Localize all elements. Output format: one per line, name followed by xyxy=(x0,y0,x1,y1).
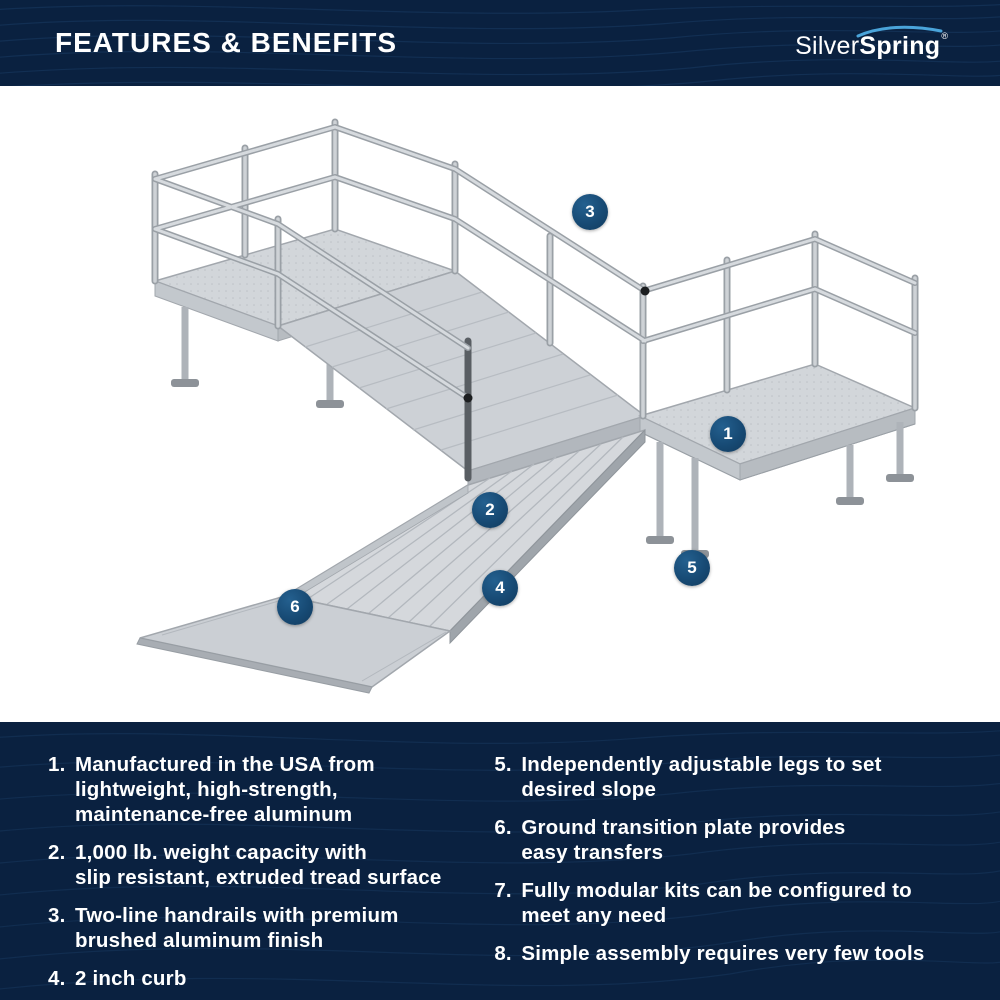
wave-pattern xyxy=(0,3,1000,86)
brand-logo-spring-wrap: Spring xyxy=(856,25,943,60)
feature-item: 1. Manufactured in the USA from lightwei… xyxy=(48,752,442,827)
feature-item: 2. 1,000 lb. weight capacity with slip r… xyxy=(48,840,442,890)
leg-foot xyxy=(646,536,674,544)
walkway-ramp-section xyxy=(276,270,647,486)
feature-text: Independently adjustable legs to set des… xyxy=(521,753,882,801)
leg-foot xyxy=(886,474,914,482)
feature-number: 8. xyxy=(494,942,512,965)
adjustable-legs xyxy=(656,422,904,552)
feature-text: Two-line handrails with premium brushed … xyxy=(75,904,399,952)
feature-item: 6. Ground transition plate provides easy… xyxy=(494,815,960,865)
feature-item: 7. Fully modular kits can be configured … xyxy=(494,878,960,928)
feature-item: 4. 2 inch curb xyxy=(48,966,442,991)
callout-badge: 4 xyxy=(482,570,518,606)
logo-swoosh-icon xyxy=(856,25,943,37)
header-band: FEATURES & BENEFITS Silver Spring ® xyxy=(0,0,1000,86)
feature-text: 1,000 lb. weight capacity with slip resi… xyxy=(75,841,442,889)
wave-pattern xyxy=(0,730,1000,990)
brand-logo-spring: Spring xyxy=(859,31,941,60)
brand-logo-silver: Silver xyxy=(795,31,860,60)
feature-text: 2 inch curb xyxy=(75,967,187,990)
feature-text: Manufactured in the USA from lightweight… xyxy=(75,753,375,826)
two-line-handrails xyxy=(155,127,915,403)
feature-number: 2. xyxy=(48,841,66,864)
feature-number: 1. xyxy=(48,753,66,776)
feature-number: 6. xyxy=(494,816,512,839)
feature-text: Simple assembly requires very few tools xyxy=(521,942,925,965)
feature-number: 5. xyxy=(494,753,512,776)
handrail-posts xyxy=(155,122,915,482)
feature-number: 3. xyxy=(48,904,66,927)
feature-item: 5. Independently adjustable legs to set … xyxy=(494,752,960,802)
callout-badge: 3 xyxy=(572,194,608,230)
rail-end-cap xyxy=(463,393,473,403)
feature-number: 7. xyxy=(494,879,512,902)
leg-foot xyxy=(316,400,344,408)
leg-foot xyxy=(171,379,199,387)
ramp-illustration: 1 2 3 4 5 6 xyxy=(0,86,1000,722)
rail-end-cap xyxy=(640,286,650,296)
callout-badge: 6 xyxy=(277,589,313,625)
feature-text: Ground transition plate provides easy tr… xyxy=(521,816,846,864)
ramp-scene xyxy=(136,86,1000,694)
callout-badge: 1 xyxy=(710,416,746,452)
leg-foot xyxy=(836,497,864,505)
feature-text: Fully modular kits can be configured to … xyxy=(521,879,912,927)
page-title: FEATURES & BENEFITS xyxy=(55,27,398,58)
features-left-column: 1. Manufactured in the USA from lightwei… xyxy=(48,752,442,1000)
feature-number: 4. xyxy=(48,967,66,990)
callout-badge: 5 xyxy=(674,550,710,586)
callout-badge: 2 xyxy=(472,492,508,528)
right-platform xyxy=(637,363,918,481)
registered-mark: ® xyxy=(941,30,948,41)
transition-plate xyxy=(136,595,452,694)
brand-logo: Silver Spring ® xyxy=(795,25,948,60)
features-right-column: 5. Independently adjustable legs to set … xyxy=(494,752,960,1000)
features-band: 1. Manufactured in the USA from lightwei… xyxy=(0,722,1000,1000)
feature-item: 8. Simple assembly requires very few too… xyxy=(494,941,960,966)
feature-item: 3. Two-line handrails with premium brush… xyxy=(48,903,442,953)
front-ramp xyxy=(282,428,646,645)
